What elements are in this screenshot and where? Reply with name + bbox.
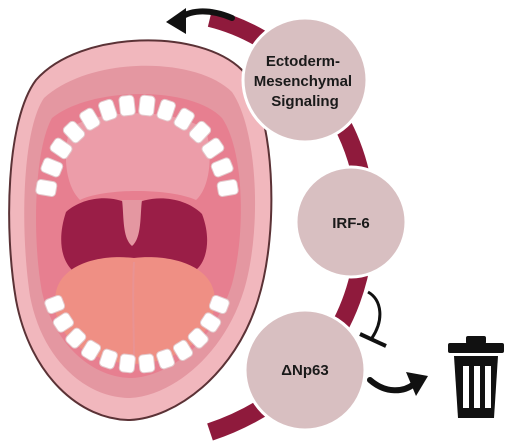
tooth <box>49 137 73 160</box>
tooth <box>173 107 195 131</box>
tooth <box>52 312 75 333</box>
uvula <box>122 200 142 246</box>
tooth <box>156 348 175 370</box>
tooth <box>118 353 136 374</box>
palate <box>65 113 210 200</box>
curved-arrow-right-icon <box>367 372 428 396</box>
trash-can-icon <box>448 336 504 418</box>
tongue-midline <box>132 261 135 357</box>
tooth <box>156 98 176 122</box>
svg-text:Ectoderm- Mesenchymal: Ectoderm- Mesenchymal Signaling <box>254 53 357 110</box>
ectoderm-label-line-3: Signaling <box>271 93 339 110</box>
upper-teeth <box>35 94 239 197</box>
tongue <box>54 257 215 364</box>
curved-arrow-left-icon <box>166 8 235 34</box>
tooth <box>199 312 222 333</box>
open-mouth-illustration <box>8 39 273 422</box>
irf6-label: IRF-6 <box>332 215 370 232</box>
node-dnp63: ΔNp63 <box>243 308 367 432</box>
tooth <box>44 294 66 315</box>
tooth <box>208 294 230 315</box>
tooth <box>172 339 194 361</box>
tooth <box>138 353 156 374</box>
tooth <box>40 157 64 178</box>
tooth <box>79 107 101 131</box>
tooth <box>187 327 209 349</box>
tooth <box>216 179 239 197</box>
ectoderm-label-line-2: Mesenchymal <box>254 73 352 90</box>
inhibition-bar-icon <box>359 290 387 348</box>
ectoderm-label-line-1: Ectoderm- <box>266 53 340 70</box>
node-ectoderm-mesenchymal-signaling: Ectoderm- Mesenchymal Signaling <box>241 16 369 144</box>
tooth <box>118 94 136 117</box>
tooth <box>210 157 234 178</box>
tooth <box>138 94 156 117</box>
node-irf6: IRF-6 <box>294 165 408 279</box>
tooth <box>201 137 225 160</box>
tooth <box>98 98 118 122</box>
tooth <box>80 339 102 361</box>
tooth <box>62 120 86 144</box>
dnp63-label: ΔNp63 <box>281 362 328 379</box>
lower-teeth <box>44 294 230 374</box>
tooth <box>99 348 118 370</box>
tooth <box>188 120 212 144</box>
tooth <box>35 179 58 197</box>
tooth <box>65 327 87 349</box>
